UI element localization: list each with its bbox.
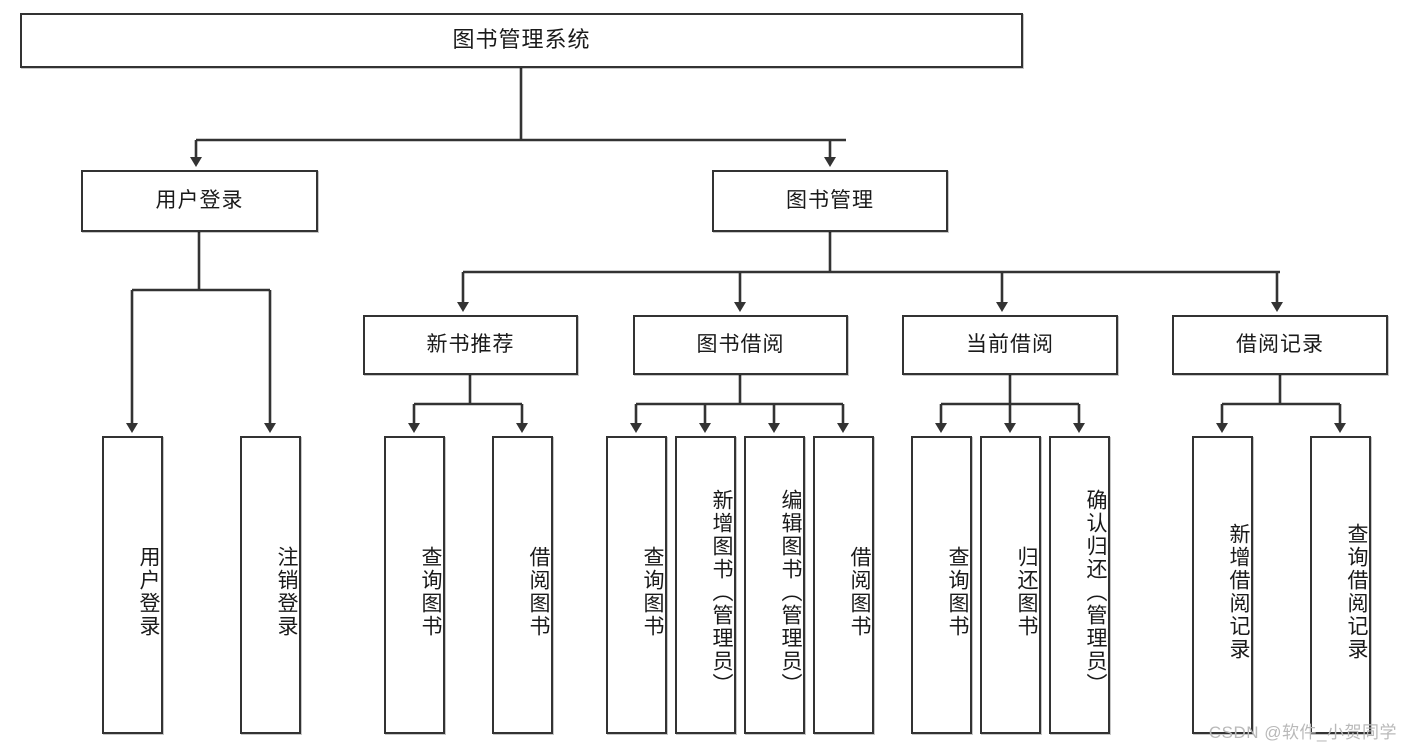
node-label: 图书管理 bbox=[786, 189, 874, 213]
leaf-query-book-borrow[interactable]: 查询图书 bbox=[606, 436, 667, 734]
node-label: 借阅图书 bbox=[527, 546, 550, 638]
node-label: 用户登录 bbox=[155, 189, 244, 213]
node-label: 图书管理系统 bbox=[452, 27, 591, 53]
node-label: 当前借阅 bbox=[966, 333, 1054, 357]
node-new-book-recommend[interactable]: 新书推荐 bbox=[363, 315, 578, 375]
leaf-return-book[interactable]: 归还图书 bbox=[980, 436, 1041, 734]
leaf-add-book-admin[interactable]: 新增图书（管理员） bbox=[675, 436, 736, 734]
leaf-add-borrow-record[interactable]: 新增借阅记录 bbox=[1192, 436, 1253, 734]
node-label: 借阅记录 bbox=[1236, 333, 1324, 357]
node-label: 借阅图书 bbox=[848, 546, 871, 638]
csdn-watermark: CSDN @软件_小贺同学 bbox=[1208, 723, 1397, 742]
leaf-edit-book-admin[interactable]: 编辑图书（管理员） bbox=[744, 436, 805, 734]
node-label: 注销登录 bbox=[275, 546, 298, 638]
leaf-query-borrow-record[interactable]: 查询借阅记录 bbox=[1310, 436, 1371, 734]
leaf-query-book-newbook[interactable]: 查询图书 bbox=[384, 436, 445, 734]
node-label: 新增借阅记录 bbox=[1227, 523, 1250, 661]
node-label: 图书借阅 bbox=[696, 333, 785, 357]
node-user-login[interactable]: 用户登录 bbox=[81, 170, 318, 232]
node-label: 新增图书（管理员） bbox=[710, 488, 733, 696]
leaf-confirm-return-admin[interactable]: 确认归还（管理员） bbox=[1049, 436, 1110, 734]
leaf-query-book-current[interactable]: 查询图书 bbox=[911, 436, 972, 734]
node-label: 新书推荐 bbox=[426, 333, 515, 357]
leaf-borrow-book[interactable]: 借阅图书 bbox=[813, 436, 874, 734]
node-label: 确认归还（管理员） bbox=[1084, 488, 1107, 696]
node-label: 查询图书 bbox=[641, 546, 664, 638]
node-label: 编辑图书（管理员） bbox=[779, 488, 802, 696]
leaf-borrow-book-newbook[interactable]: 借阅图书 bbox=[492, 436, 553, 734]
node-current-borrow[interactable]: 当前借阅 bbox=[902, 315, 1118, 375]
node-label: 查询借阅记录 bbox=[1345, 523, 1368, 661]
node-label: 用户登录 bbox=[137, 546, 160, 638]
node-label: 查询图书 bbox=[946, 546, 969, 638]
leaf-user-login[interactable]: 用户登录 bbox=[102, 436, 163, 734]
node-book-borrow[interactable]: 图书借阅 bbox=[633, 315, 848, 375]
node-borrow-record[interactable]: 借阅记录 bbox=[1172, 315, 1388, 375]
node-label: 归还图书 bbox=[1015, 546, 1038, 638]
leaf-logout[interactable]: 注销登录 bbox=[240, 436, 301, 734]
node-book-management-system[interactable]: 图书管理系统 bbox=[20, 13, 1023, 68]
node-label: 查询图书 bbox=[419, 546, 442, 638]
node-book-management[interactable]: 图书管理 bbox=[712, 170, 948, 232]
